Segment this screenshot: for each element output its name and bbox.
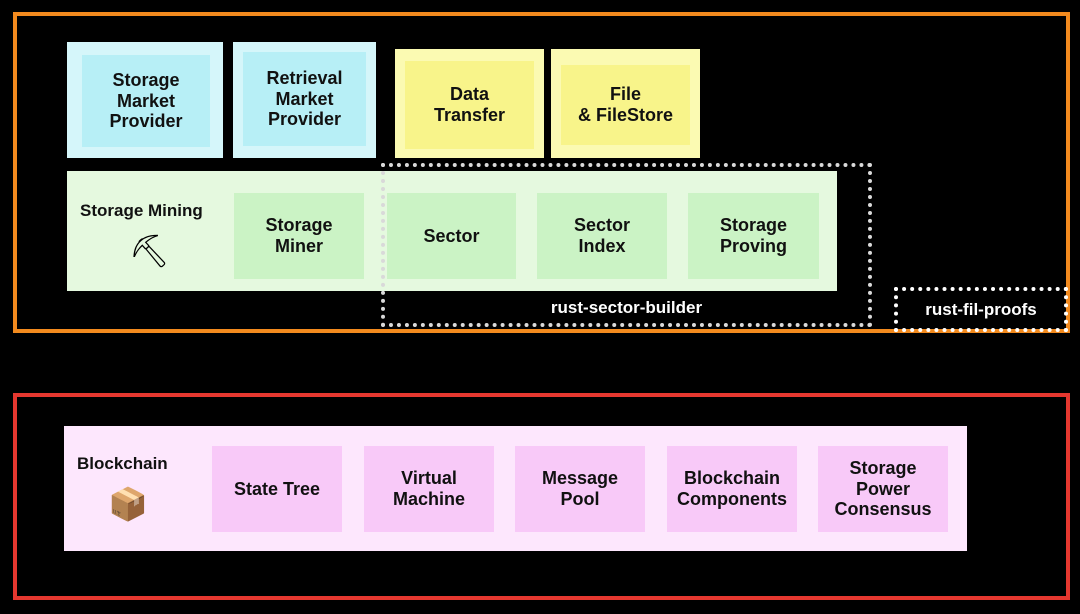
message-pool-box: Message Pool	[515, 446, 645, 532]
rust-fil-proofs-group: rust-fil-proofs	[894, 287, 1068, 332]
file-filestore-label: File & FileStore	[561, 65, 690, 145]
virtual-machine-box: Virtual Machine	[364, 446, 494, 532]
storage-power-consensus-box: Storage Power Consensus	[818, 446, 948, 532]
blockchain-components-box: Blockchain Components	[667, 446, 797, 532]
file-filestore-box: File & FileStore	[551, 49, 700, 158]
state-tree-box: State Tree	[212, 446, 342, 532]
sector-box: Sector	[387, 193, 516, 279]
sector-index-box: Sector Index	[537, 193, 667, 279]
storage-mining-title: Storage Mining	[80, 201, 203, 220]
storage-miner-box: Storage Miner	[234, 193, 364, 279]
retrieval-market-provider-box: Retrieval Market Provider	[233, 42, 376, 158]
storage-proving-box: Storage Proving	[688, 193, 819, 279]
rust-sector-builder-group: rust-sector-builder	[381, 163, 872, 327]
storage-market-provider-box: Storage Market Provider	[67, 42, 223, 158]
data-transfer-box: Data Transfer	[395, 49, 544, 158]
storage-mining-panel: Storage Mining ⛏ Storage Miner Sector Se…	[67, 171, 837, 291]
storage-layer-frame	[13, 12, 1070, 333]
rust-sector-builder-label: rust-sector-builder	[550, 298, 703, 317]
rust-fil-proofs-label: rust-fil-proofs	[925, 299, 1037, 319]
data-transfer-label: Data Transfer	[405, 61, 534, 149]
storage-market-provider-label: Storage Market Provider	[82, 55, 210, 147]
blockchain-title: Blockchain	[77, 454, 168, 473]
retrieval-market-provider-label: Retrieval Market Provider	[243, 52, 366, 146]
pick-icon: ⛏	[129, 233, 170, 269]
package-icon: 📦	[108, 486, 148, 522]
blockchain-layer-frame	[13, 393, 1070, 600]
blockchain-panel: Blockchain 📦 State Tree Virtual Machine …	[64, 426, 967, 551]
